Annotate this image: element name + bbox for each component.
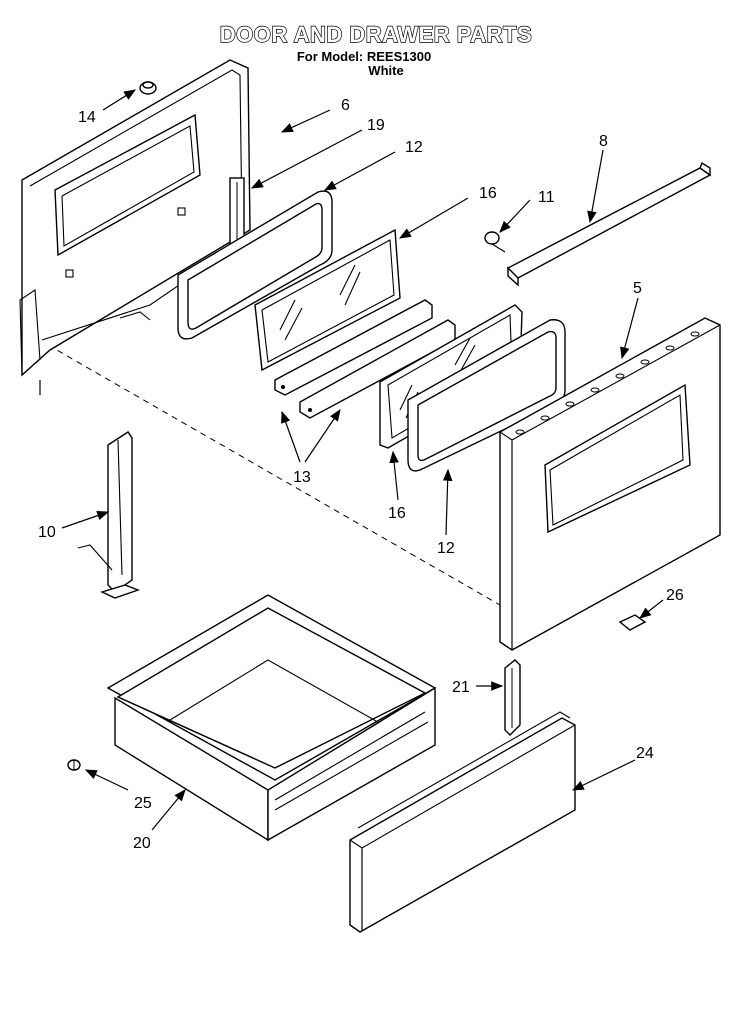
callout-10: 10 bbox=[38, 524, 56, 541]
callout-12-upper: 12 bbox=[405, 139, 423, 156]
callout-16-lower: 16 bbox=[388, 505, 406, 522]
drawer-slide-bracket bbox=[504, 659, 521, 736]
leader-lines bbox=[61, 89, 664, 831]
callout-20: 20 bbox=[133, 835, 151, 852]
door-bumper bbox=[139, 81, 157, 95]
callout-25: 25 bbox=[134, 795, 152, 812]
glass-panel-upper bbox=[254, 228, 401, 372]
model-line: For Model: REES1300 bbox=[296, 49, 432, 64]
door-clip bbox=[618, 614, 647, 631]
callout-21: 21 bbox=[452, 679, 470, 696]
drawer-body bbox=[106, 594, 437, 842]
callout-8: 8 bbox=[599, 133, 608, 150]
callout-24: 24 bbox=[636, 745, 654, 762]
handle-end-cap bbox=[484, 231, 506, 253]
drawer-front-panel bbox=[349, 711, 576, 933]
diagram-title: DOOR AND DRAWER PARTS bbox=[219, 21, 533, 47]
outer-door-panel bbox=[499, 317, 721, 651]
gasket-frame-upper bbox=[177, 190, 333, 340]
callout-6: 6 bbox=[341, 97, 350, 114]
assembly-dashed-line bbox=[47, 344, 501, 606]
callout-16-upper: 16 bbox=[479, 185, 497, 202]
drawer-screw bbox=[67, 759, 81, 771]
door-hinge bbox=[77, 431, 141, 599]
callout-19: 19 bbox=[367, 117, 385, 134]
callout-labels: 14 6 19 12 16 8 11 5 13 16 12 10 26 21 2… bbox=[38, 97, 684, 852]
color-line: White bbox=[368, 63, 404, 78]
callout-11: 11 bbox=[538, 189, 555, 206]
door-handle bbox=[506, 161, 712, 287]
callout-26: 26 bbox=[666, 587, 684, 604]
callout-12-lower: 12 bbox=[437, 540, 455, 557]
callout-13: 13 bbox=[293, 469, 311, 486]
callout-5: 5 bbox=[633, 280, 642, 297]
gasket-frame-lower bbox=[407, 319, 566, 472]
inner-door-panel bbox=[19, 59, 251, 395]
glass-spacers bbox=[274, 299, 456, 419]
callout-14: 14 bbox=[78, 109, 96, 126]
